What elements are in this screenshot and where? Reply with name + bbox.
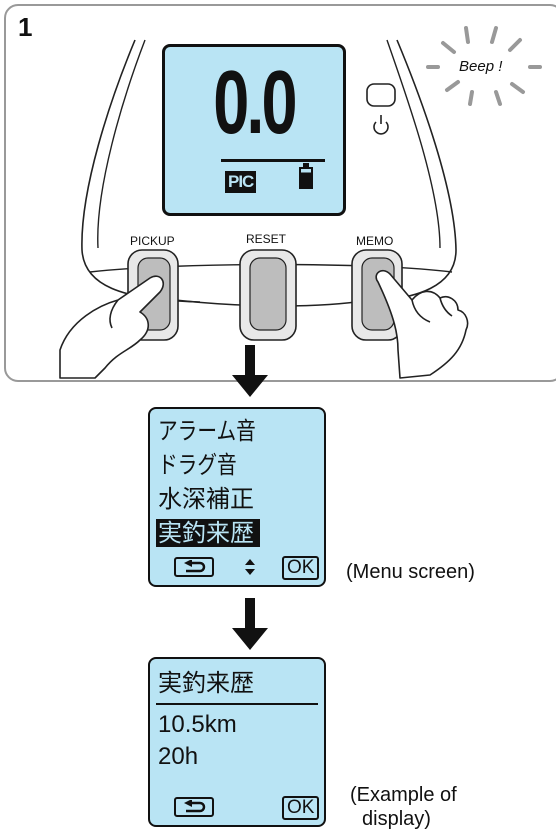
ok-button[interactable]: OK — [282, 796, 320, 820]
history-caption-line2: display) — [362, 808, 431, 830]
distance-value: 10.5km — [158, 711, 237, 738]
step-number: 1 — [18, 12, 33, 42]
menu-item[interactable]: アラーム音 — [158, 417, 256, 445]
menu-item[interactable]: ドラグ音 — [158, 451, 237, 479]
menu-item-selected[interactable]: 実釣来歴 — [156, 519, 260, 547]
pickup-label: PICKUP — [130, 234, 175, 248]
down-arrow-1 — [232, 345, 268, 397]
down-arrow-2 — [232, 598, 268, 650]
device-illustration — [59, 26, 542, 379]
power-icon — [373, 115, 389, 135]
menu-caption: (Menu screen) — [346, 561, 475, 583]
beep-label: Beep ! — [459, 58, 503, 75]
up-down-icon — [245, 559, 255, 575]
battery-icon — [299, 163, 313, 189]
back-arrow-icon — [184, 800, 206, 813]
reset-button[interactable] — [239, 249, 297, 341]
left-hand-icon — [59, 275, 165, 379]
back-arrow-icon — [184, 560, 206, 573]
reset-label: RESET — [246, 232, 287, 246]
back-button[interactable] — [174, 797, 214, 817]
menu-screen: アラーム音 ドラグ音 水深補正 実釣来歴 OK — [148, 407, 326, 587]
time-value: 20h — [158, 743, 199, 770]
right-hand-icon — [375, 269, 469, 379]
history-divider — [156, 703, 318, 705]
power-button[interactable] — [366, 83, 396, 107]
mode-badge: PIC — [225, 171, 257, 193]
menu-item[interactable]: 水深補正 — [158, 485, 254, 513]
depth-readout: 0.0 — [213, 53, 297, 153]
history-title: 実釣来歴 — [158, 669, 254, 697]
device-lcd: 0.0 PIC — [162, 44, 346, 216]
ok-button[interactable]: OK — [282, 556, 320, 580]
memo-label: MEMO — [356, 234, 394, 248]
beep-burst-icon — [426, 26, 542, 106]
history-caption-line1: (Example of — [350, 784, 457, 806]
history-screen: 実釣来歴 10.5km 20h OK — [148, 657, 326, 827]
back-button[interactable] — [174, 557, 214, 577]
step-panel — [4, 4, 556, 382]
lcd-divider — [221, 159, 325, 162]
